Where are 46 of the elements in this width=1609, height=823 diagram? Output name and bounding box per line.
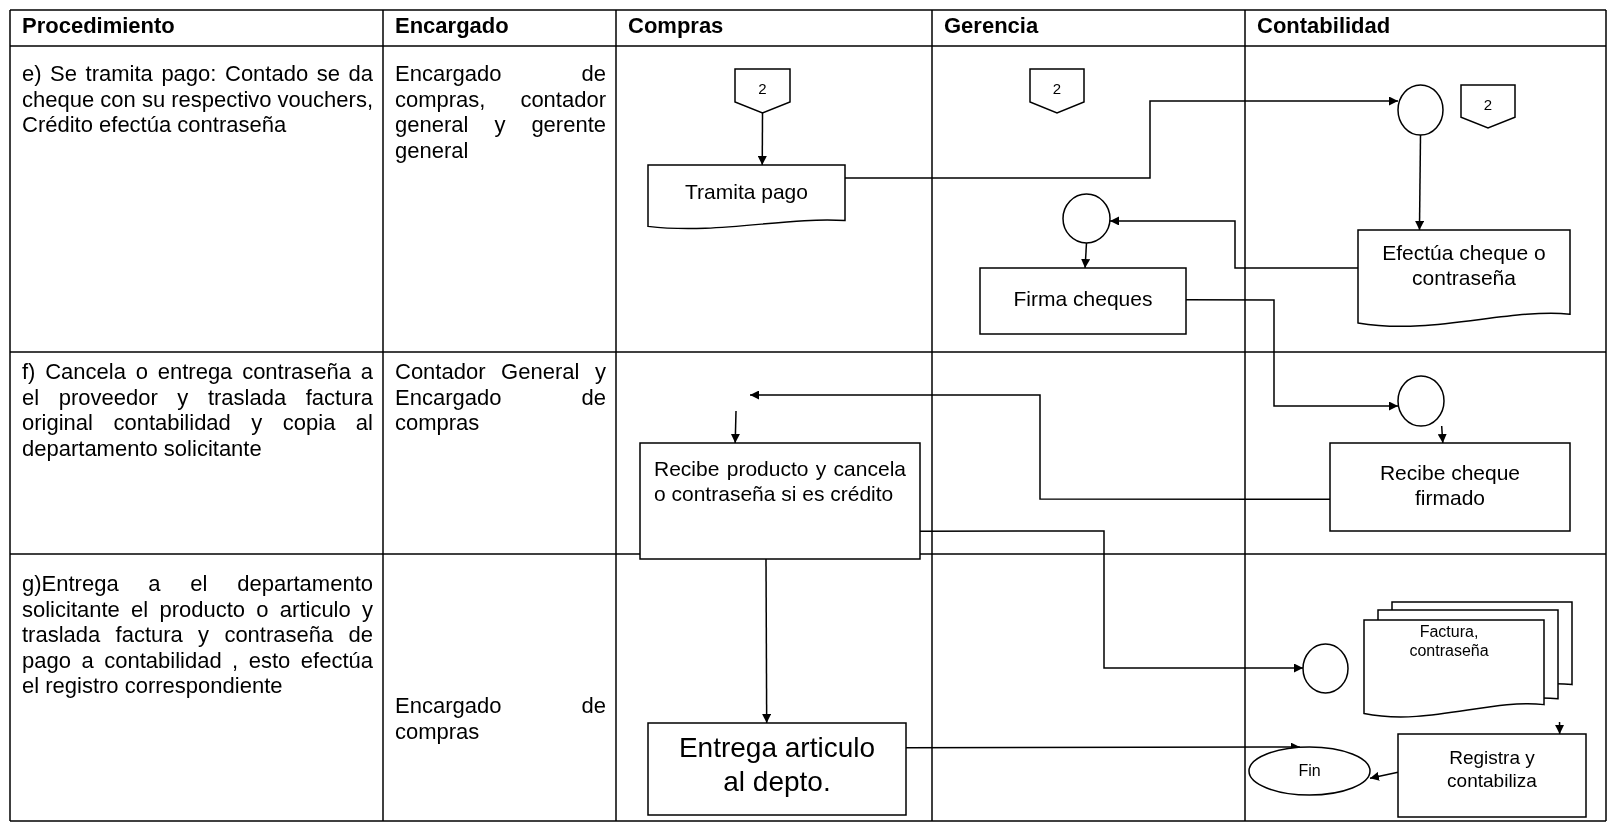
process-box <box>1330 443 1570 531</box>
procedure-text: g)Entrega a el departamento solicitante el producto o articulo y traslada factura y contraseña de pago a contabilidad , esto efectúa el registro correspondiente <box>22 571 373 699</box>
node-label: Registra y contabiliza <box>1446 746 1538 792</box>
arrow <box>730 410 740 444</box>
node-label: Recibe producto y cancela o contraseña si es crédito <box>653 456 907 506</box>
arrow <box>1437 425 1447 444</box>
node-label: 2 <box>757 80 768 98</box>
connector-circle <box>1063 194 1110 243</box>
node-label: 2 <box>1051 80 1063 98</box>
arrow <box>749 390 1331 501</box>
offpage-connector <box>1461 85 1515 128</box>
process-box <box>1398 734 1586 817</box>
node-label: Firma cheques <box>1012 286 1154 311</box>
process-box <box>648 723 906 815</box>
arrow <box>757 112 767 166</box>
column-header: Contabilidad <box>1257 13 1392 39</box>
process-box <box>640 443 920 559</box>
responsible-text: Contador General y Encargado de compras <box>395 359 606 436</box>
arrow <box>762 558 772 724</box>
responsible-text: Encargado de compras, contador general y gerente general <box>395 61 606 164</box>
column-header: Encargado <box>395 13 510 39</box>
arrow <box>1415 134 1425 231</box>
connector-circle <box>1303 644 1348 693</box>
column-header: Compras <box>628 13 725 39</box>
procedure-text: e) Se tramita pago: Contado se da cheque con su respectivo vouchers, Crédito efectúa contraseña <box>22 61 373 138</box>
offpage-connector <box>735 69 790 113</box>
process-box <box>980 268 1186 334</box>
node-label: Recibe cheque firmado <box>1378 460 1522 510</box>
node-label: Fin <box>1297 761 1322 780</box>
offpage-connector <box>1030 69 1084 113</box>
node-label: 2 <box>1482 95 1494 114</box>
column-header: Gerencia <box>944 13 1040 39</box>
arrow <box>1369 771 1399 781</box>
terminator-ellipse <box>1249 747 1370 795</box>
node-label: Tramita pago <box>684 179 809 204</box>
connector-circle <box>1398 376 1444 426</box>
node-label: Entrega articulo al depto. <box>677 731 877 799</box>
arrow <box>1081 242 1091 269</box>
node-label: Efectúa cheque o contraseña <box>1381 240 1547 290</box>
arrow <box>1555 721 1565 735</box>
connector-circle <box>1398 85 1443 135</box>
arrow <box>1109 216 1359 269</box>
responsible-text: Encargado de compras <box>395 693 606 745</box>
procedure-text: f) Cancela o entrega contraseña a el proveedor y traslada factura original contabilidad y copia al departamento solicitante <box>22 359 373 462</box>
column-header: Procedimiento <box>22 13 176 39</box>
node-label: Factura, contraseña <box>1408 622 1490 660</box>
